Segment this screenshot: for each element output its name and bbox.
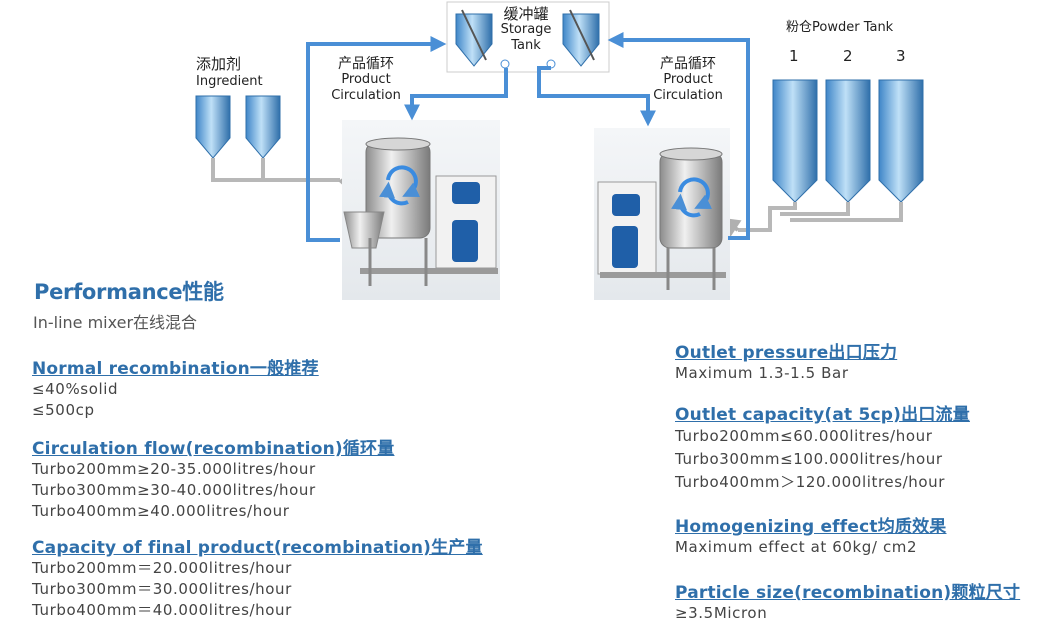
spec-line: Turbo400mm＝40.000litres/hour (32, 601, 292, 619)
left-circulation-flow (306, 36, 508, 242)
left-circulation-label: 产品循环 Product Circulation (326, 56, 406, 104)
spec-line: Turbo200mm＝20.000litres/hour (32, 559, 292, 577)
storage-tank-zh: 缓冲罐 (503, 5, 549, 23)
left-circulation-zh: 产品循环 (338, 56, 394, 72)
spec-line: Turbo200mm≤60.000litres/hour (675, 427, 933, 445)
spec-line: ≤40%solid (32, 380, 119, 398)
spec-title: Homogenizing effect均质效果 (675, 517, 947, 537)
right-circulation-zh: 产品循环 (660, 56, 716, 72)
spec-capacity-final-product: Capacity of final product(recombination)… (32, 533, 483, 621)
spec-line: Turbo200mm≥20-35.000litres/hour (32, 460, 316, 478)
powder-silos (719, 79, 924, 237)
process-flow-diagram (195, 1, 924, 300)
left-mixer-machine (342, 120, 500, 300)
spec-line: Turbo300mm≤100.000litres/hour (675, 450, 943, 468)
spec-line: Turbo400mm≥40.000litres/hour (32, 502, 290, 520)
spec-title: Outlet pressure出口压力 (675, 343, 898, 363)
spec-line: Turbo400mm＞120.000litres/hour (675, 473, 946, 491)
spec-title: Capacity of final product(recombination)… (32, 538, 483, 558)
spec-normal-recombination: Normal recombination一般推荐 ≤40%solid ≤500c… (32, 354, 319, 421)
storage-tank-en1: Storage (500, 22, 552, 37)
right-circulation-label: 产品循环 Product Circulation (648, 56, 728, 104)
spec-line: Turbo300mm＝30.000litres/hour (32, 580, 292, 598)
right-mixer-machine (594, 128, 730, 300)
storage-tank (446, 1, 610, 73)
spec-line: Turbo300mm≥30-40.000litres/hour (32, 481, 316, 499)
spec-outlet-capacity: Outlet capacity(at 5cp)出口流量 Turbo200mm≤6… (675, 400, 970, 494)
ingredient-label: 添加剂 Ingredient (196, 56, 263, 90)
spec-homogenizing-effect: Homogenizing effect均质效果 Maximum effect a… (675, 512, 947, 558)
ingredient-silos (195, 95, 364, 202)
spec-title: Normal recombination一般推荐 (32, 359, 319, 379)
right-circulation-flow (537, 32, 750, 240)
storage-tank-label: 缓冲罐 Storage Tank (498, 6, 554, 54)
storage-tank-en2: Tank (511, 38, 541, 53)
spec-particle-size: Particle size(recombination)颗粒尺寸 ≥3.5Mic… (675, 578, 1020, 624)
spec-line: Maximum effect at 60kg/ cm2 (675, 538, 918, 556)
left-circulation-en1: Product (341, 72, 391, 87)
spec-title: Particle size(recombination)颗粒尺寸 (675, 583, 1021, 603)
spec-outlet-pressure: Outlet pressure出口压力 Maximum 1.3-1.5 Bar (675, 338, 897, 384)
spec-title: Circulation flow(recombination)循环量 (32, 439, 395, 459)
left-circulation-en2: Circulation (331, 88, 401, 103)
spec-title: Outlet capacity(at 5cp)出口流量 (675, 405, 970, 425)
powder-tank-number-3: 3 (896, 47, 906, 65)
powder-tank-number-1: 1 (789, 47, 799, 65)
right-circulation-en2: Circulation (653, 88, 723, 103)
performance-title: Performance性能 (34, 280, 224, 304)
spec-line: Maximum 1.3-1.5 Bar (675, 364, 849, 382)
powder-tank-number-2: 2 (843, 47, 853, 65)
spec-line: ≤500cp (32, 401, 95, 419)
spec-circulation-flow: Circulation flow(recombination)循环量 Turbo… (32, 434, 394, 522)
performance-subtitle: In-line mixer在线混合 (33, 313, 198, 332)
spec-line: ≥3.5Micron (675, 604, 768, 622)
ingredient-zh: 添加剂 (196, 55, 242, 73)
powder-tank-label: 粉仓Powder Tank (786, 20, 894, 35)
ingredient-en: Ingredient (196, 74, 263, 89)
right-circulation-en1: Product (663, 72, 713, 87)
